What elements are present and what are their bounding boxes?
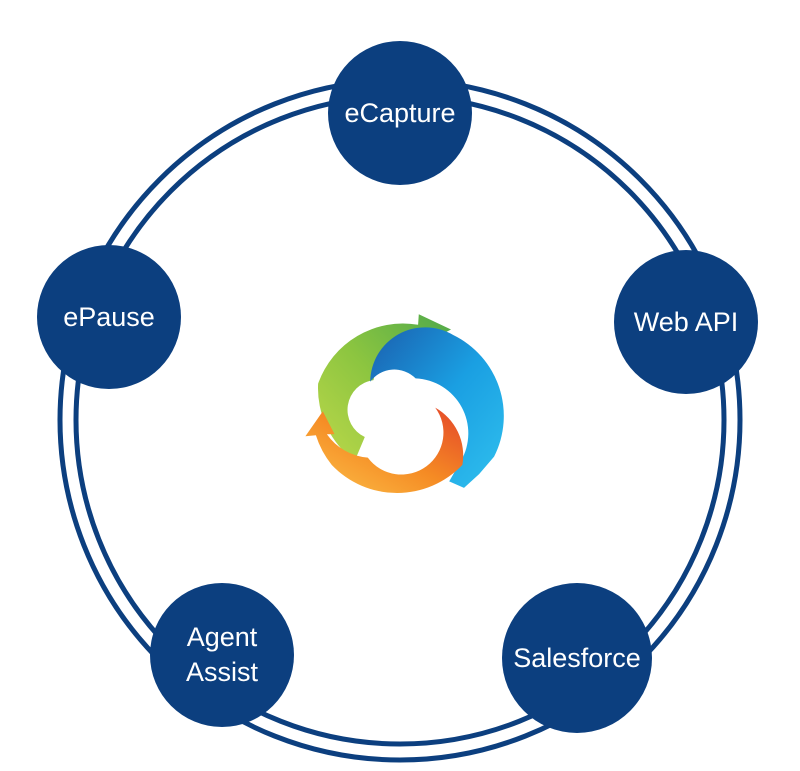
node-epause: ePause (37, 245, 181, 389)
node-ecapture: eCapture (328, 41, 472, 185)
green-arrow-segment (317, 314, 451, 461)
node-label-web-api: Web API (633, 306, 739, 337)
circular-refresh-arrows-icon (305, 314, 504, 494)
blue-arrow-segment (370, 327, 504, 488)
node-web-api: Web API (614, 250, 758, 394)
node-label-agent-assist: Agent Assist (185, 622, 258, 687)
node-label-ecapture: eCapture (344, 97, 456, 128)
node-label-epause: ePause (63, 301, 155, 332)
node-agent-assist: Agent Assist (150, 583, 294, 727)
node-salesforce: Salesforce (502, 583, 652, 733)
orange-arrow-segment (305, 407, 464, 494)
node-label-salesforce: Salesforce (513, 642, 641, 673)
